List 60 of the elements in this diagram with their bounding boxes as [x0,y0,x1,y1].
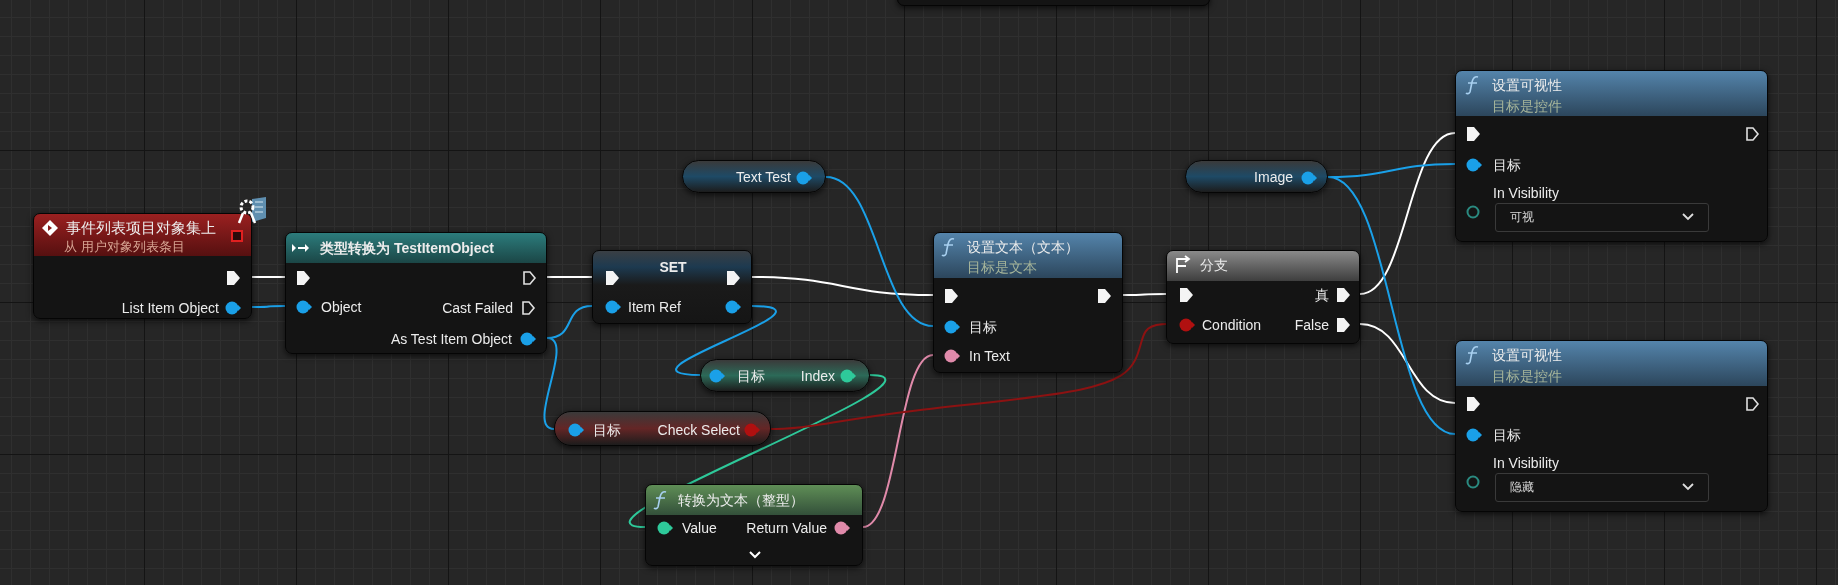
branch-node [1166,250,1360,344]
pin-label: Condition [1202,316,1262,334]
node-subtitle: 目标是控件 [1492,367,1562,385]
wire [770,323,1167,430]
node-title: SET [659,258,687,276]
variable-node [682,160,826,193]
wire [546,276,593,278]
wire [1327,176,1456,435]
getter-node [700,359,870,392]
pin-label: As Test Item Object [390,330,512,348]
pin-label: In Visibility [1493,454,1559,472]
dropdown-field: 隐藏 [1495,473,1709,502]
pin-label: Cast Failed [442,299,513,317]
pin-label: In Text [969,347,1010,365]
pin-label: Check Select [657,421,740,439]
wire [251,276,286,278]
set-node [592,250,752,324]
cast-node [285,232,547,354]
function-node [1455,340,1768,512]
variable-name: Text Test [736,168,791,186]
variable-node [1185,160,1328,193]
getter-node [554,411,771,446]
wire [675,305,777,376]
pin-label: List Item Object [121,299,219,317]
pin-label: 目标 [969,318,997,336]
pin-label: 目标 [1493,156,1521,174]
node-title: 设置可视性 [1492,76,1562,94]
pin-label: Value [682,519,717,537]
node-title: 事件列表项目对象集上 [66,219,216,237]
wire [1359,323,1456,404]
event-node [33,213,252,319]
dropdown-field: 可视 [1495,203,1709,232]
pin-label: 目标 [593,421,621,439]
function-node [645,484,863,566]
pin-label: Item Ref [628,298,681,316]
pin-label: 真 [1315,286,1329,304]
wire [1122,293,1167,296]
wire [862,354,934,528]
function-node [933,232,1123,373]
wire [1359,132,1456,295]
pin-label: Index [800,367,835,385]
wire [751,276,934,296]
node-title: 设置文本（文本） [967,238,1079,256]
node-subtitle: 目标是文本 [967,258,1037,276]
node-title: 转换为文本（整型） [678,491,804,509]
variable-name: Image [1254,168,1293,186]
node-subtitle: 从 用户对象列表条目 [64,239,185,255]
pin-label: 目标 [737,367,765,385]
pin-label: False [1294,316,1329,334]
node-title: 类型转换为 TestItemObject [320,239,494,257]
pin-label: In Visibility [1493,184,1559,202]
function-node [1455,70,1768,242]
node-title: 设置可视性 [1492,346,1562,364]
wire [825,176,934,327]
pin-label: Return Value [746,519,827,537]
wire [251,305,286,308]
node-subtitle: 目标是控件 [1492,97,1562,115]
node-title: 分支 [1200,256,1228,274]
pin-label: Object [321,298,362,316]
pin-label: 目标 [1493,426,1521,444]
